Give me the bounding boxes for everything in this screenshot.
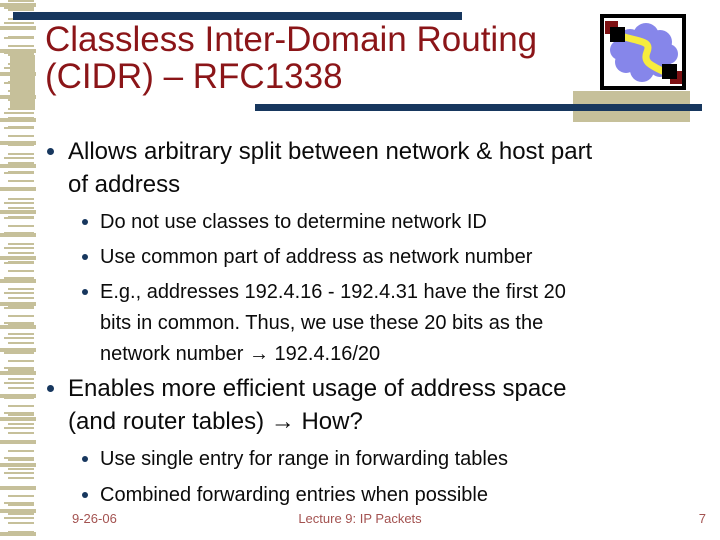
- network-cloud-logo: [600, 14, 686, 90]
- bullet-text-line: Use single entry for range in forwarding…: [100, 448, 508, 470]
- bullet-list: Allows arbitrary split between network &…: [45, 135, 693, 511]
- network-cloud-icon: [605, 21, 682, 84]
- bullet-text-line: Use common part of address as network nu…: [100, 246, 533, 268]
- bullet-text-line: Do not use classes to determine network …: [100, 211, 487, 233]
- slide-title-line-2: (CIDR) – RFC1338: [45, 57, 343, 96]
- left-tan-block-decoration: [10, 55, 35, 110]
- bullet-item: Allows arbitrary split between network &…: [45, 135, 693, 201]
- bullet-text-line: network number → 192.4.16/20: [100, 343, 381, 365]
- bullet-text-line: (and router tables) → How?: [68, 408, 363, 435]
- footer-lecture-title: Lecture 9: IP Packets: [298, 511, 422, 526]
- bullet-text-line: Allows arbitrary split between network &…: [68, 138, 593, 165]
- slide-title-line-1: Classless Inter-Domain Routing: [45, 20, 538, 59]
- bullet-text-line: of address: [68, 171, 181, 198]
- bullet-item: Combined forwarding entries when possibl…: [45, 480, 693, 511]
- slide-title: Classless Inter-Domain Routing (CIDR) – …: [45, 21, 585, 95]
- bullet-dot-icon: [82, 456, 88, 462]
- bullet-text-line: Combined forwarding entries when possibl…: [100, 484, 488, 506]
- bullet-item: Enables more efficient usage of address …: [45, 372, 693, 438]
- bullet-dot-icon: [47, 148, 54, 155]
- footer-page-number: 7: [698, 511, 706, 526]
- top-accent-bar: [13, 12, 462, 20]
- bullet-dot-icon: [82, 492, 88, 498]
- bullet-dot-icon: [82, 254, 88, 260]
- bullet-item: Use single entry for range in forwarding…: [45, 444, 693, 475]
- title-underline-accent-bar: [255, 104, 702, 111]
- bullet-dot-icon: [47, 385, 54, 392]
- bullet-dot-icon: [82, 219, 88, 225]
- bullet-item: E.g., addresses 192.4.16 - 192.4.31 have…: [45, 277, 693, 370]
- bullet-text-line: Enables more efficient usage of address …: [68, 375, 567, 402]
- bullet-text-line: E.g., addresses 192.4.16 - 192.4.31 have…: [100, 281, 566, 303]
- bullet-item: Use common part of address as network nu…: [45, 242, 693, 273]
- footer-date: 9-26-06: [72, 511, 117, 526]
- bullet-item: Do not use classes to determine network …: [45, 207, 693, 238]
- bullet-text-line: bits in common. Thus, we use these 20 bi…: [100, 312, 544, 334]
- bullet-dot-icon: [82, 289, 88, 295]
